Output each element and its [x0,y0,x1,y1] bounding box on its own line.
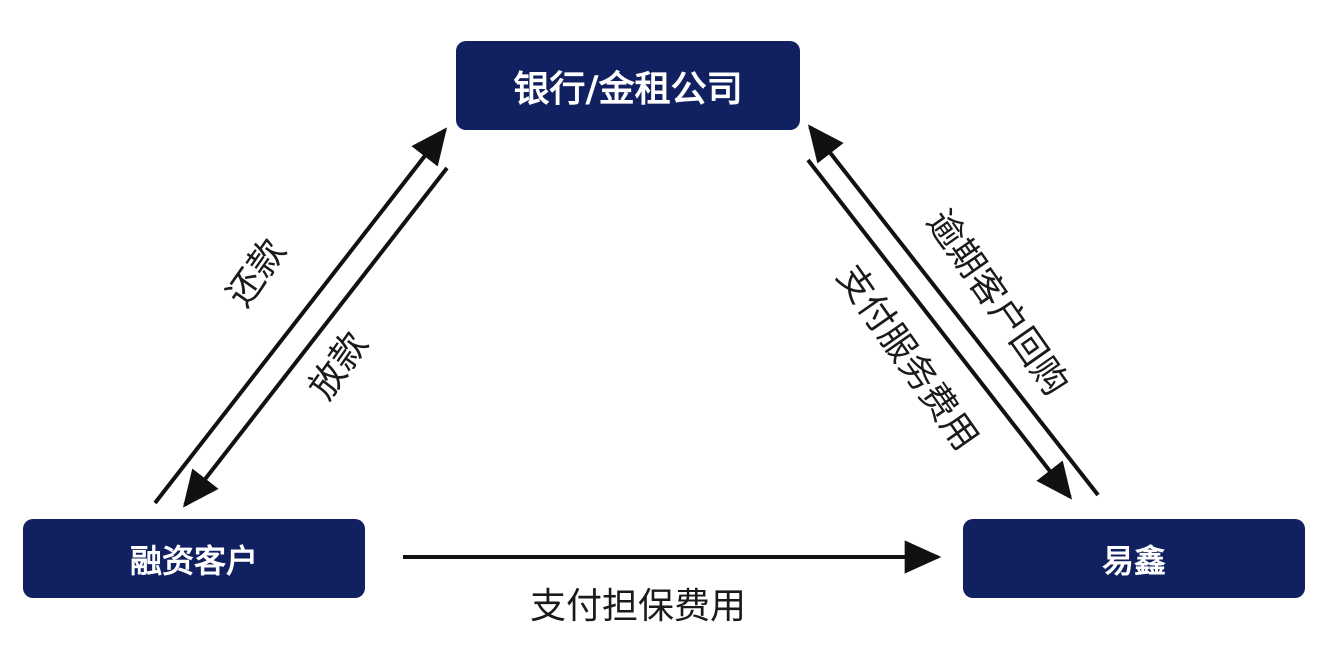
financing-client-label: 融资客户 [129,541,258,580]
loan-arrow [182,166,449,508]
overdue-buyback-arrow [807,124,1100,497]
yixin-label: 易鑫 [1101,541,1166,580]
bank-leasing-label: 银行/金租公司 [513,68,743,110]
service-fee-arrow [806,158,1073,500]
financing-client-node: 融资客户 [23,519,365,598]
bank-leasing-node: 银行/金租公司 [456,41,800,130]
guarantee-fee-label: 支付担保费用 [530,586,747,627]
yixin-node: 易鑫 [963,519,1305,598]
repay-arrow [153,127,448,505]
